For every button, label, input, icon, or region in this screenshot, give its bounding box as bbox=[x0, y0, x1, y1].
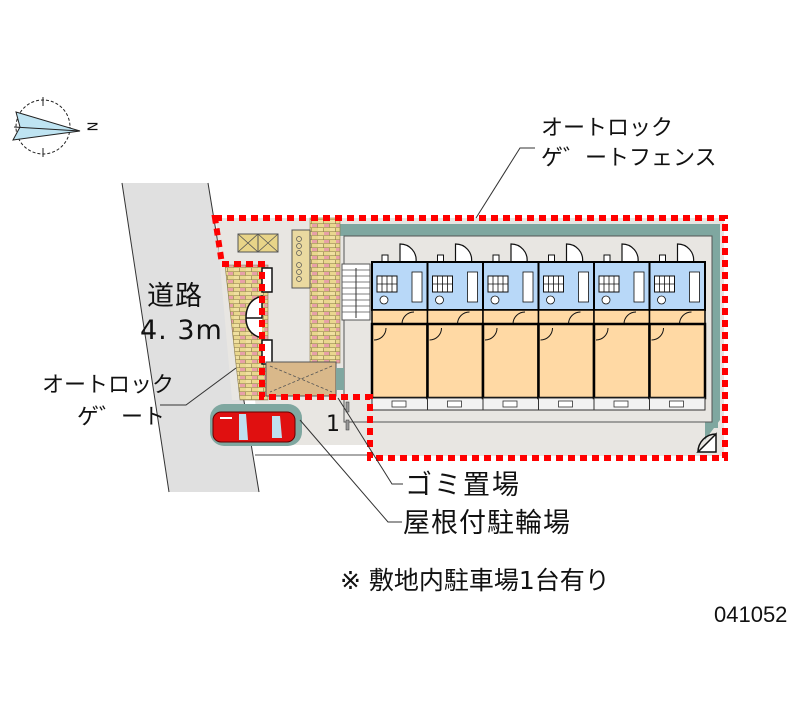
apartment-unit bbox=[537, 243, 596, 411]
parking-slot-number: 1 bbox=[326, 412, 340, 437]
car-icon bbox=[210, 404, 302, 446]
apartment-unit bbox=[592, 243, 651, 411]
road-width-label: 4. 3m bbox=[140, 315, 223, 346]
leader-lines bbox=[160, 147, 535, 523]
autolock-fence-label-line2: ゲ゛ートフェンス bbox=[541, 146, 717, 171]
compass-icon bbox=[12, 97, 81, 157]
bike-parking-label: 屋根付駐輪場 bbox=[403, 508, 571, 539]
mailboxes bbox=[291, 229, 311, 289]
parking-note: ※ 敷地内駐車場1台有り bbox=[340, 566, 610, 595]
storage-boxes bbox=[237, 233, 279, 253]
road-label: 道路 bbox=[147, 281, 203, 312]
apartment-unit bbox=[481, 243, 540, 411]
apartment-unit bbox=[426, 243, 485, 411]
apartment-unit bbox=[648, 243, 707, 411]
brick-wall-center bbox=[309, 217, 341, 364]
property-code: 041052 bbox=[714, 602, 788, 627]
apartment-unit bbox=[370, 243, 429, 411]
apartment-units bbox=[370, 243, 707, 411]
corner-door bbox=[696, 432, 717, 453]
autolock-gate bbox=[245, 267, 273, 365]
autolock-gate-label-line2: ゲ゛ート bbox=[77, 405, 166, 430]
garbage-area-label: ゴミ置場 bbox=[405, 470, 521, 501]
autolock-gate-label-line1: オートロック bbox=[42, 373, 175, 398]
autolock-fence-label-line1: オートロック bbox=[541, 116, 674, 141]
north-label: N bbox=[83, 121, 99, 132]
garbage-area bbox=[265, 361, 337, 397]
property-boundary bbox=[211, 215, 728, 461]
bike-parking bbox=[345, 401, 350, 431]
stairs bbox=[341, 263, 371, 321]
